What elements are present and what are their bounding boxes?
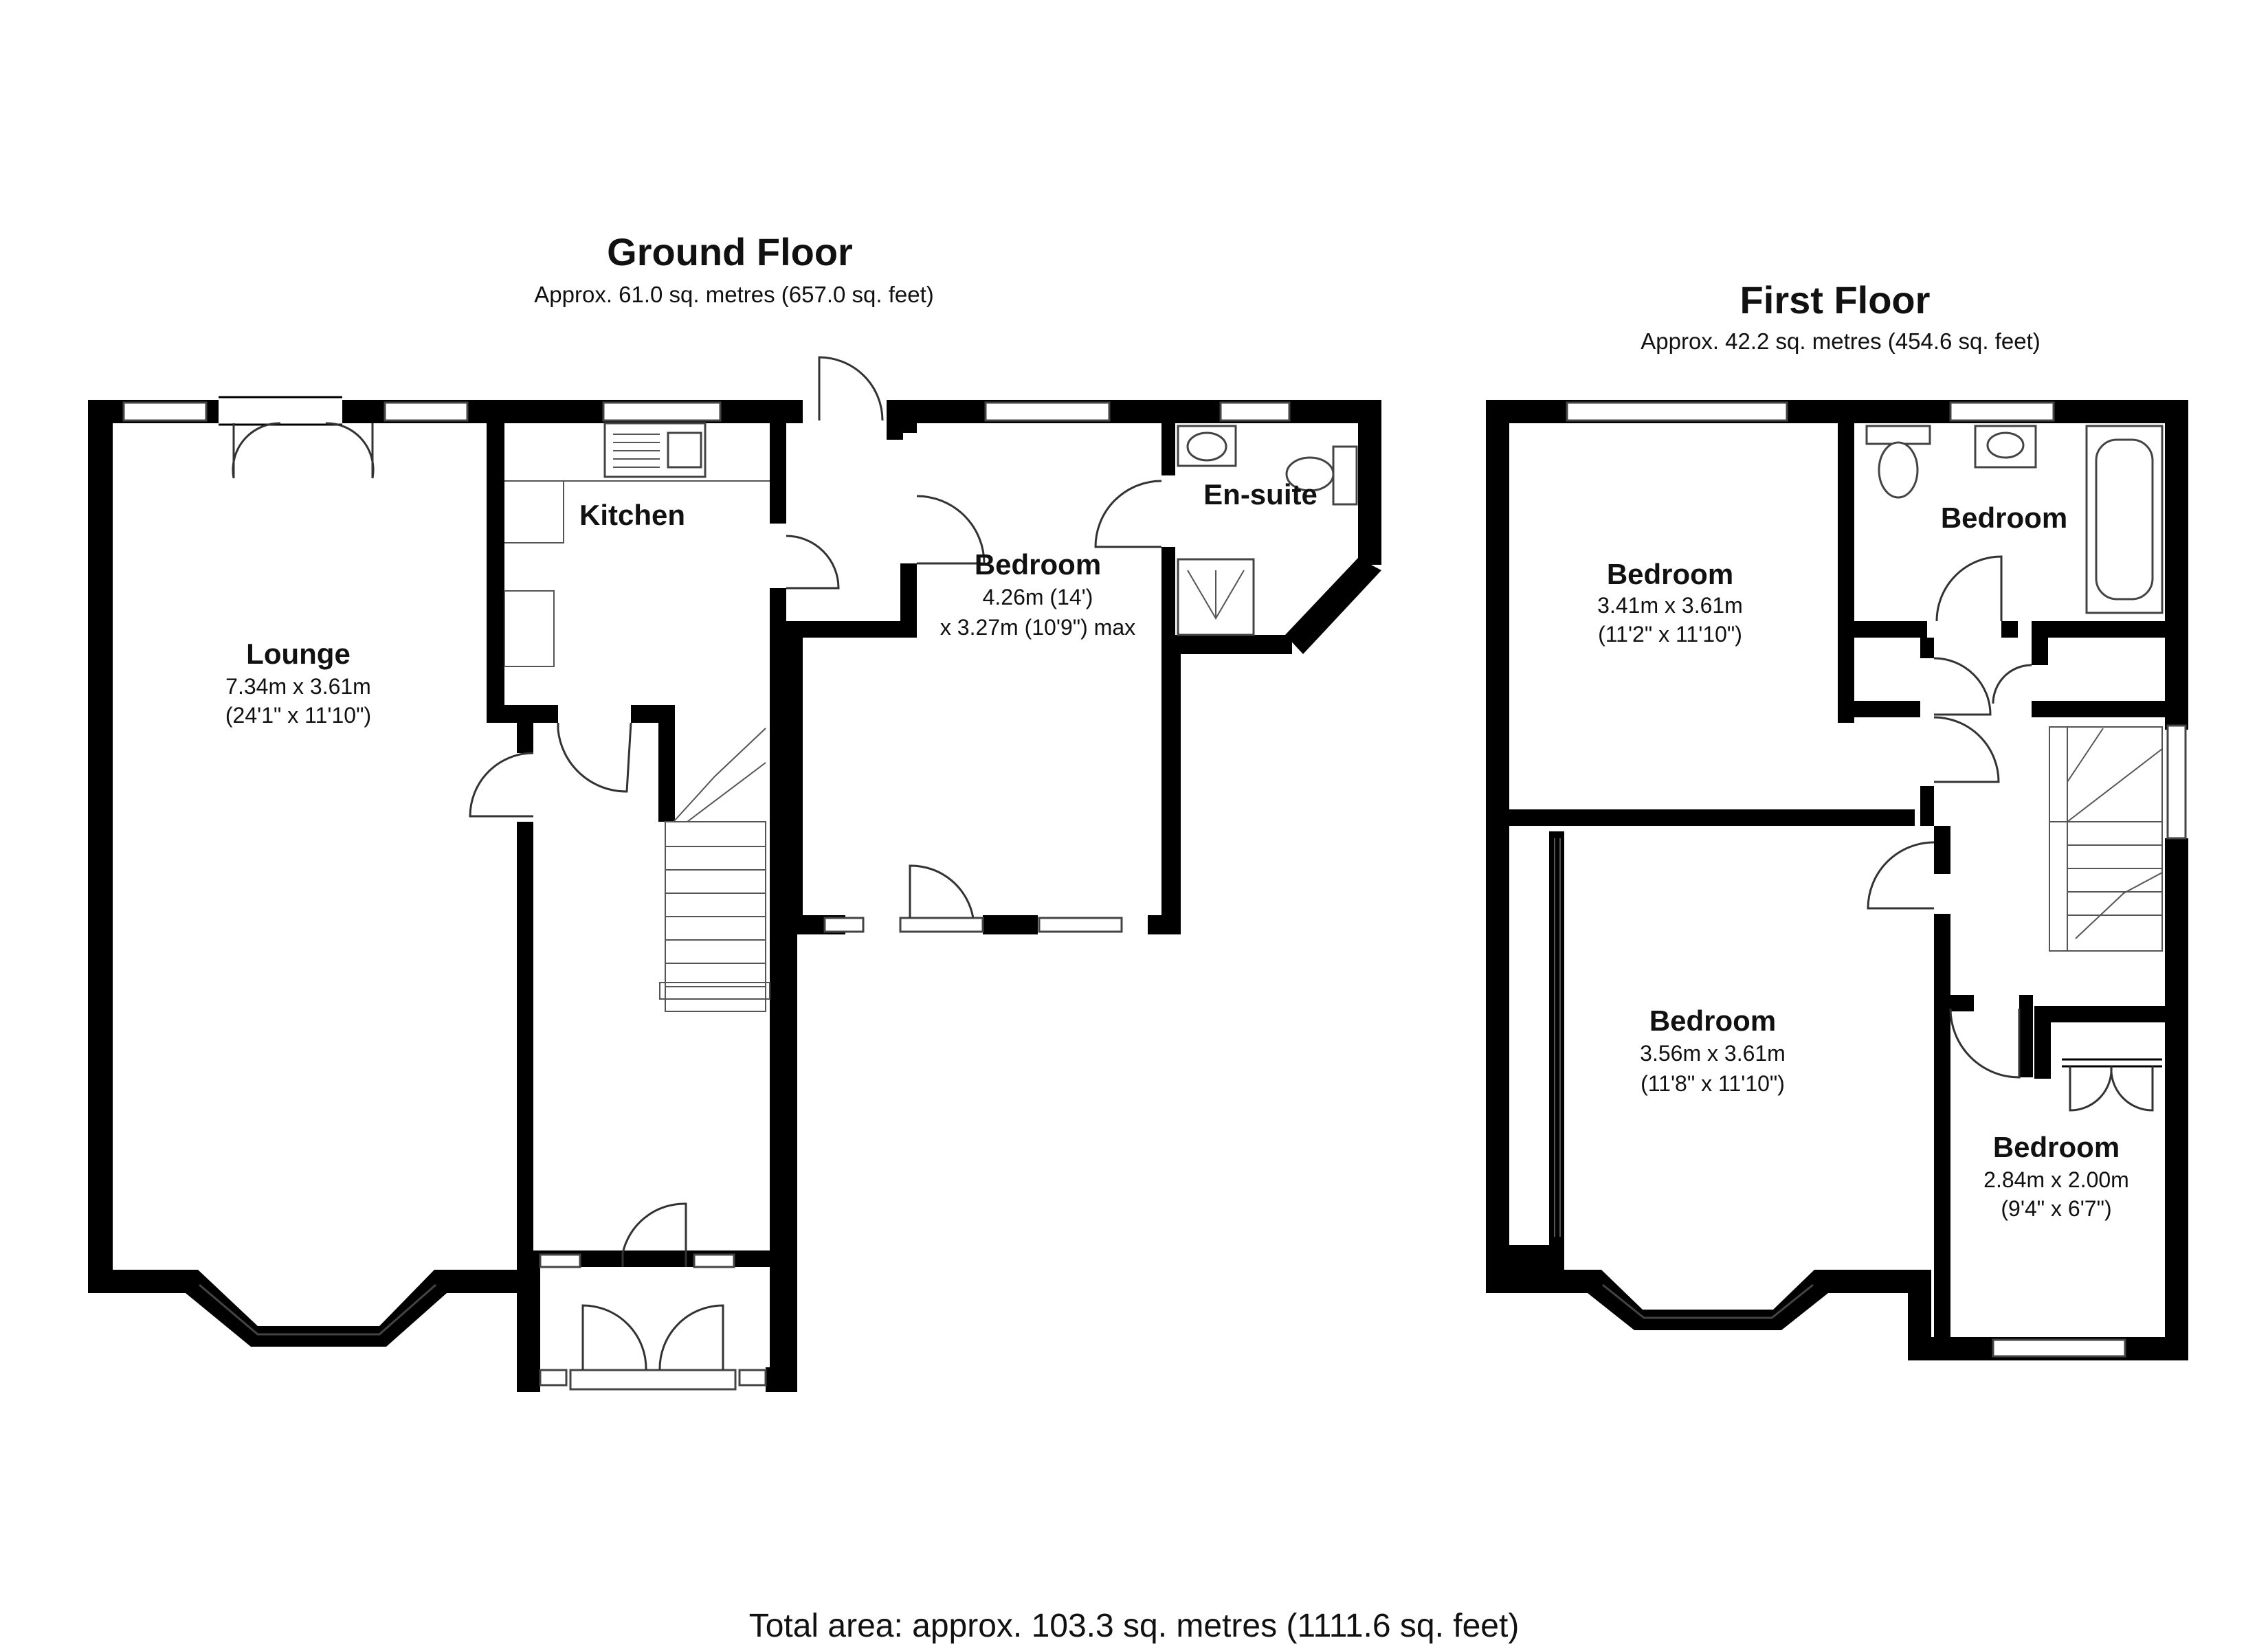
porch-windows: [539, 1253, 767, 1391]
ground-bedroom-dimensions-line1: 4.26m (14'): [983, 585, 1093, 609]
first-floor-area: Approx. 42.2 sq. metres (454.6 sq. feet): [1641, 328, 2040, 354]
kitchen-window: [602, 401, 722, 422]
ground-bedroom-label: Bedroom: [975, 548, 1101, 581]
lounge-label: Lounge: [246, 638, 351, 670]
first-bedroom-b-walls: [1838, 555, 2165, 638]
first-bedroom-d-dimensions-metric: 2.84m x 2.00m: [1983, 1167, 2129, 1192]
first-bedroom-d-label: Bedroom: [1993, 1131, 2120, 1163]
first-bedroom-c-label: Bedroom: [1649, 1005, 1776, 1037]
kitchen-door: [557, 535, 840, 793]
ground-floor-plan: Ground Floor Approx. 61.0 sq. metres (65…: [88, 230, 1381, 1392]
first-bedroom-a-label: Bedroom: [1607, 558, 1733, 590]
porch-door: [581, 1202, 724, 1371]
lounge-bay-window: [199, 1283, 436, 1336]
ensuite-fixtures: [1177, 425, 1358, 636]
lounge-rear-windows: [122, 396, 469, 426]
first-bedroom-d-walls: [1949, 995, 2165, 1079]
ground-floor-title: Ground Floor: [607, 230, 853, 273]
ensuite-walls: [1094, 400, 1381, 654]
ground-bedroom-windows: [823, 401, 1123, 933]
first-floor-title: First Floor: [1740, 278, 1931, 322]
ground-bedroom-walls: [786, 400, 1381, 1392]
first-bedroom-a-dimensions-imperial: (11'2" x 11'10"): [1598, 622, 1742, 647]
lounge-french-door: [232, 422, 375, 479]
kitchen-fittings: [504, 422, 770, 667]
lounge-walls: [88, 400, 540, 1381]
lounge-dimensions-metric: 7.34m x 3.61m: [225, 674, 371, 699]
first-bedroom-d-dimensions-imperial: (9'4" x 6'7"): [2001, 1196, 2111, 1221]
first-floor-stairs: [2049, 726, 2163, 952]
first-floor-plan: First Floor Approx. 42.2 sq. metres (454…: [1486, 278, 2188, 1360]
first-bedroom-b-fixtures: [1865, 425, 2164, 614]
first-bedroom-b-label: Bedroom: [1941, 502, 2067, 534]
ground-bedroom-door: [899, 864, 984, 939]
hallway-walls: [469, 629, 786, 1392]
rear-lobby-walls: [786, 356, 986, 638]
first-bedroom-c-walls: [1509, 826, 1950, 1360]
lounge-dimensions-imperial: (24'1" x 11'10"): [225, 703, 371, 728]
ground-bedroom-dimensions-line2: x 3.27m (10'9") max: [940, 615, 1135, 640]
ground-floor-area: Approx. 61.0 sq. metres (657.0 sq. feet): [534, 282, 933, 307]
first-bedroom-c-dimensions-imperial: (11'8" x 11'10"): [1641, 1071, 1785, 1096]
ensuite-label: En-suite: [1203, 478, 1318, 511]
first-bedroom-d-wardrobe: [2062, 1058, 2165, 1112]
first-bedroom-a-dimensions-metric: 3.41m x 3.61m: [1597, 593, 1743, 618]
total-area: Total area: approx. 103.3 sq. metres (11…: [749, 1608, 1520, 1644]
landing-cupboard-walls: [1838, 638, 2165, 723]
first-bedroom-c-dimensions-metric: 3.56m x 3.61m: [1640, 1041, 1786, 1066]
ensuite-window: [1219, 401, 1291, 422]
ground-floor-stairs: [659, 728, 770, 1012]
kitchen-label: Kitchen: [579, 499, 685, 531]
first-floor-windows: [1566, 401, 2187, 1358]
